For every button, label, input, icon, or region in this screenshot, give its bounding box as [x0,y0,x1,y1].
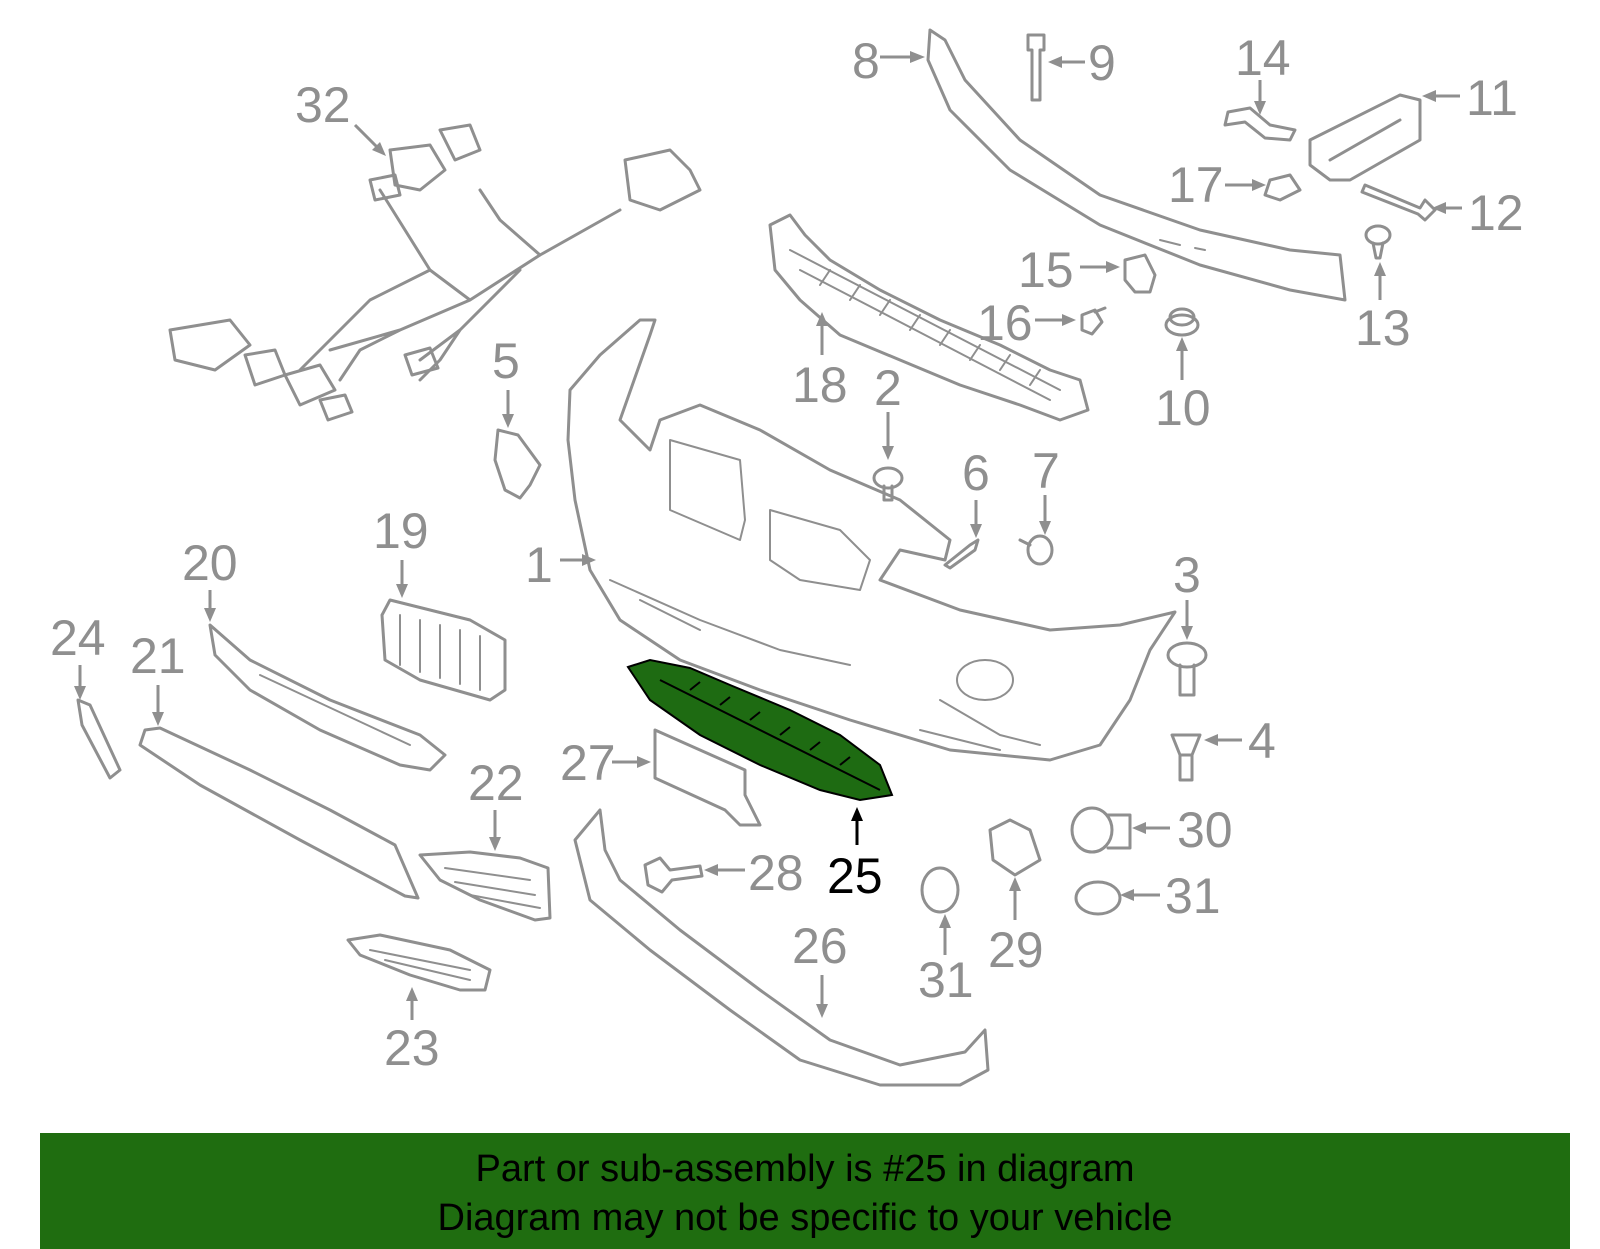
callout-12: 12 [1468,185,1524,241]
part-13-clip[interactable] [1364,224,1392,260]
part-22-side-grille[interactable] [418,850,552,922]
callout-2: 2 [874,360,902,416]
part-6-bracket[interactable] [943,538,980,570]
part-14-bracket[interactable] [1223,106,1297,142]
callout-27: 27 [560,735,616,791]
banner-line-1: Part or sub-assembly is #25 in diagram [475,1148,1135,1190]
part-25-lower-air-duct[interactable] [626,658,894,802]
part-29-park-sensor[interactable] [988,818,1042,877]
callout-arrows [74,51,1462,1020]
part-5-tow-hook-cover[interactable] [493,428,542,500]
part-27-cover-plate[interactable] [653,728,762,827]
part-1-bumper-cover[interactable] [566,318,1177,762]
callout-5: 5 [492,333,520,389]
part-15-bracket[interactable] [1123,253,1157,294]
part-18-energy-absorber[interactable] [768,213,1090,422]
callout-1: 1 [525,537,553,593]
callout-18: 18 [792,357,848,413]
part-26-lower-spoiler[interactable] [573,808,990,1087]
callout-25-highlighted: 25 [827,848,883,904]
part-31-cap-left[interactable] [920,866,960,914]
callout-32: 32 [295,77,351,133]
callout-19: 19 [373,503,429,559]
callout-3: 3 [1173,547,1201,603]
callout-31-right: 31 [1165,868,1221,924]
callout-17: 17 [1168,157,1224,213]
callout-26: 26 [792,918,848,974]
part-32-wiring-harness[interactable] [168,123,702,422]
part-4-clip[interactable] [1170,733,1202,782]
callout-10: 10 [1155,380,1211,436]
callout-31-left: 31 [918,952,974,1008]
callout-15: 15 [1018,242,1074,298]
info-banner: Part or sub-assembly is #25 in diagram D… [40,1133,1570,1249]
part-23-fog-grille[interactable] [346,933,492,992]
part-28-bolt[interactable] [643,856,704,894]
part-10-nut[interactable] [1164,307,1200,337]
callout-24: 24 [50,610,106,666]
callout-7: 7 [1032,443,1060,499]
callout-22: 22 [468,755,524,811]
part-24-trim-strip[interactable] [76,698,122,780]
part-21-lower-trim[interactable] [138,726,420,900]
callout-23: 23 [384,1020,440,1076]
callout-4: 4 [1248,713,1276,769]
part-12-bolt[interactable] [1360,183,1437,222]
banner-line-2: Diagram may not be specific to your vehi… [437,1197,1173,1239]
callout-8: 8 [852,33,880,89]
part-17-clip[interactable] [1263,173,1302,202]
part-2-push-clip[interactable] [872,466,904,502]
callout-16: 16 [977,295,1033,351]
part-8-bumper-reinforcement[interactable] [926,28,1347,302]
part-20-grille-insert[interactable] [208,623,447,772]
callout-9: 9 [1088,35,1116,91]
part-11-mount-bracket[interactable] [1308,93,1422,182]
part-19-kidney-grille[interactable] [380,598,507,702]
part-7-screw[interactable] [1018,534,1054,566]
callout-29: 29 [988,922,1044,978]
part-31-cap-right[interactable] [1074,880,1122,916]
part-16-screw[interactable] [1080,306,1107,336]
callout-20: 20 [182,535,238,591]
part-3-clip[interactable] [1166,641,1208,697]
callout-6: 6 [962,445,990,501]
callout-28: 28 [748,845,804,901]
callout-13: 13 [1355,300,1411,356]
part-9-bolt[interactable] [1026,33,1046,102]
callout-11: 11 [1466,70,1518,126]
callout-30: 30 [1177,802,1233,858]
part-30-sensor-holder[interactable] [1070,806,1132,854]
callout-14: 14 [1235,30,1291,86]
callout-21: 21 [130,628,186,684]
